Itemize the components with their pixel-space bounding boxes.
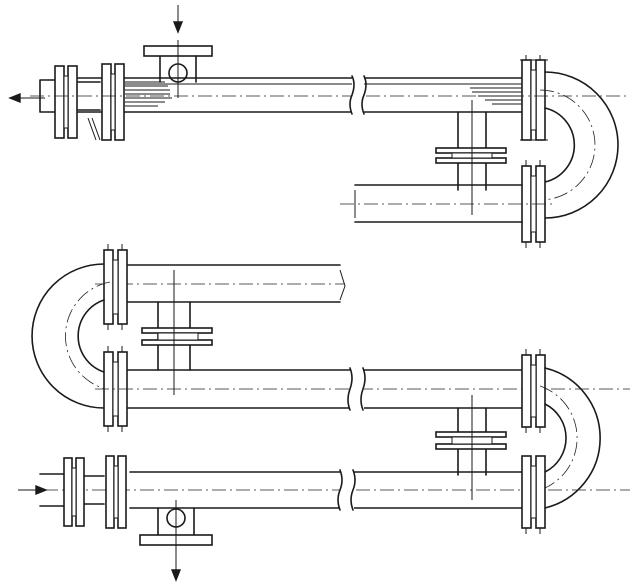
bottom-pipe-assembly [18, 455, 630, 582]
outlet-arrow-icon [8, 92, 45, 104]
top-shell-pipe [77, 77, 531, 113]
middle-u-bend [31, 263, 105, 409]
middle-long-pipe [127, 369, 523, 409]
top-u-bend [544, 71, 619, 219]
bottom-u-bend [544, 367, 601, 509]
top-right-tube-bundle [470, 83, 525, 105]
inlet-arrow-bottom-icon [18, 484, 48, 496]
top-return-pipe [354, 184, 523, 223]
inlet-arrow-icon [172, 5, 184, 34]
top-left-tube-bundle [125, 81, 172, 107]
top-inlet-nozzle [143, 40, 213, 98]
outlet-arrow-bottom-icon [170, 548, 182, 582]
middle-pipe-assembly [31, 244, 630, 509]
top-pipe-assembly [8, 5, 630, 248]
bottom-outlet-nozzle [139, 500, 213, 548]
